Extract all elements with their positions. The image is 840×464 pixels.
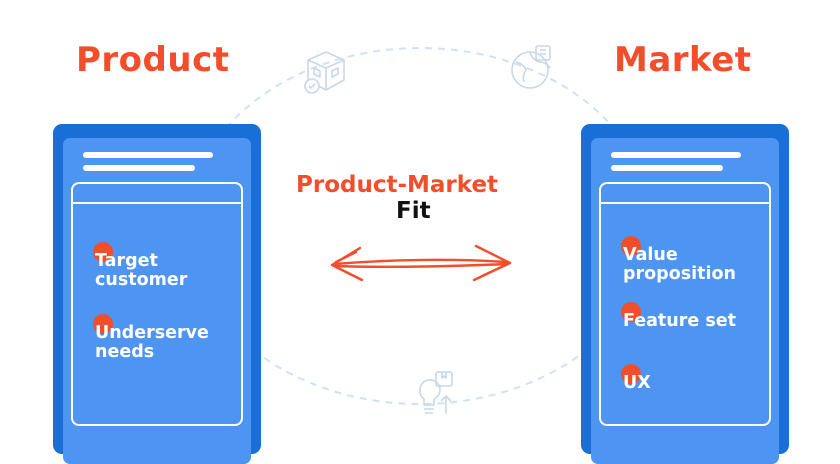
market-card: Value proposition Feature set UX: [599, 182, 771, 426]
bullet-dot: [621, 302, 641, 322]
screen-line: [611, 152, 741, 158]
double-arrow-icon: [330, 244, 512, 282]
bullet-dot: [621, 236, 641, 256]
list-item: Target customer: [93, 242, 243, 290]
center-title: Product-Market: [296, 172, 499, 198]
market-phone-screen: Value proposition Feature set UX: [591, 138, 779, 464]
product-heading: Product: [76, 40, 230, 80]
market-heading: Market: [614, 40, 752, 80]
item-label: Feature set: [623, 311, 736, 331]
product-card: Target customer Underserve needs: [71, 182, 243, 426]
screen-line: [83, 165, 195, 171]
product-phone-screen: Target customer Underserve needs: [63, 138, 251, 464]
product-phone: Target customer Underserve needs: [53, 124, 261, 464]
screen-line: [611, 165, 723, 171]
puzzle-globe-icon: [511, 45, 551, 89]
list-item: Feature set: [621, 302, 771, 331]
item-label: Target customer: [95, 251, 188, 290]
list-item: Underserve needs: [93, 314, 243, 362]
screen-line: [83, 152, 213, 158]
item-label: Underserve needs: [95, 323, 209, 362]
lightbulb-box-icon: [419, 371, 453, 414]
item-label: UX: [623, 373, 651, 393]
list-item: Value proposition: [621, 236, 771, 284]
card-divider: [73, 202, 241, 204]
center-subtitle: Fit: [396, 198, 431, 224]
bullet-dot: [93, 314, 113, 334]
card-divider: [601, 202, 769, 204]
list-item: UX: [621, 364, 771, 393]
item-label: Value proposition: [623, 245, 736, 284]
bullet-dot: [93, 242, 113, 262]
bullet-dot: [621, 364, 641, 384]
puzzle-box-icon: [304, 51, 345, 94]
market-phone: Value proposition Feature set UX: [581, 124, 789, 464]
